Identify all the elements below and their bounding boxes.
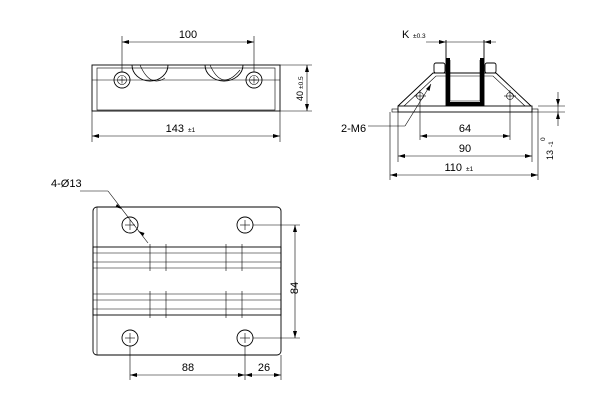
top-hole-leader [80, 190, 149, 244]
top-hole-spacing-y-dimension [253, 224, 300, 339]
side-slot-label: K [402, 29, 410, 41]
top-hole-bottom-right [236, 329, 254, 347]
side-overall-width-tolerance: ±1 [466, 166, 474, 173]
top-hole-top-right [236, 216, 254, 234]
side-base-width-label: 90 [459, 143, 471, 155]
top-hole-bottom-left [121, 329, 139, 347]
side-bolt-head-left [433, 62, 446, 74]
side-thread-pitch-dimension [420, 134, 510, 138]
side-thickness-label: 13 [545, 150, 555, 160]
front-length-tolerance: ±1 [188, 127, 196, 134]
front-height-label: 40 [295, 91, 305, 101]
front-length-label: 143 [166, 123, 184, 135]
top-hole-top-left [121, 216, 139, 234]
side-thread-callout: 2-M6 [341, 123, 366, 135]
side-base-lip-right [531, 108, 539, 113]
front-pitch-dimension [121, 36, 255, 72]
front-body-outline [91, 64, 281, 112]
side-slot-dimension [426, 40, 496, 44]
front-cutout-right [204, 64, 244, 82]
front-height-tolerance: ±0.5 [298, 76, 305, 89]
top-edge-offset-label: 26 [258, 362, 270, 374]
top-rail-bolts [149, 244, 243, 318]
front-height-dimension [280, 64, 312, 112]
front-pitch-label: 100 [179, 29, 197, 41]
side-thickness-dimension [538, 92, 565, 126]
side-thickness-upper-tolerance: 0 [540, 137, 547, 141]
front-cutout-left [131, 64, 169, 82]
side-slot-tolerance: ±0.3 [413, 33, 426, 40]
side-thickness-lower-tolerance: -1 [548, 141, 555, 147]
side-overall-width-dimension [389, 112, 539, 180]
side-body-inner-edge [403, 75, 526, 107]
side-overall-width-label: 110 [444, 162, 462, 174]
side-thread-right [504, 90, 516, 140]
top-hole-spacing-x-label: 88 [182, 362, 194, 374]
front-cutout-right-inner [209, 64, 241, 81]
side-base-plate [397, 105, 533, 113]
side-thread-left [414, 90, 426, 140]
side-base-width-dimension [397, 112, 533, 162]
top-hole-callout: 4-Ø13 [51, 178, 82, 190]
top-hole-spacing-y-label: 84 [289, 282, 301, 294]
front-length-dimension [91, 111, 281, 142]
side-body-outline [397, 72, 532, 107]
side-view: K ±0.3 2-M6 64 90 [341, 29, 565, 180]
side-thread-leader [368, 83, 432, 127]
side-slot [445, 40, 485, 106]
side-bolt-head-right [484, 62, 497, 74]
side-base-lip-left [391, 108, 399, 113]
front-view: 100 143 ±1 40 ±0.5 [91, 29, 312, 142]
top-rail-outline [92, 246, 282, 316]
top-hole-spacing-x-dimension [129, 346, 282, 380]
front-body-inner-edge [96, 67, 276, 111]
front-cutout-left-inner [139, 64, 166, 82]
top-base-outline [92, 206, 282, 356]
side-thread-pitch-label: 64 [459, 123, 471, 135]
top-view: 4-Ø13 84 88 26 [51, 178, 301, 380]
